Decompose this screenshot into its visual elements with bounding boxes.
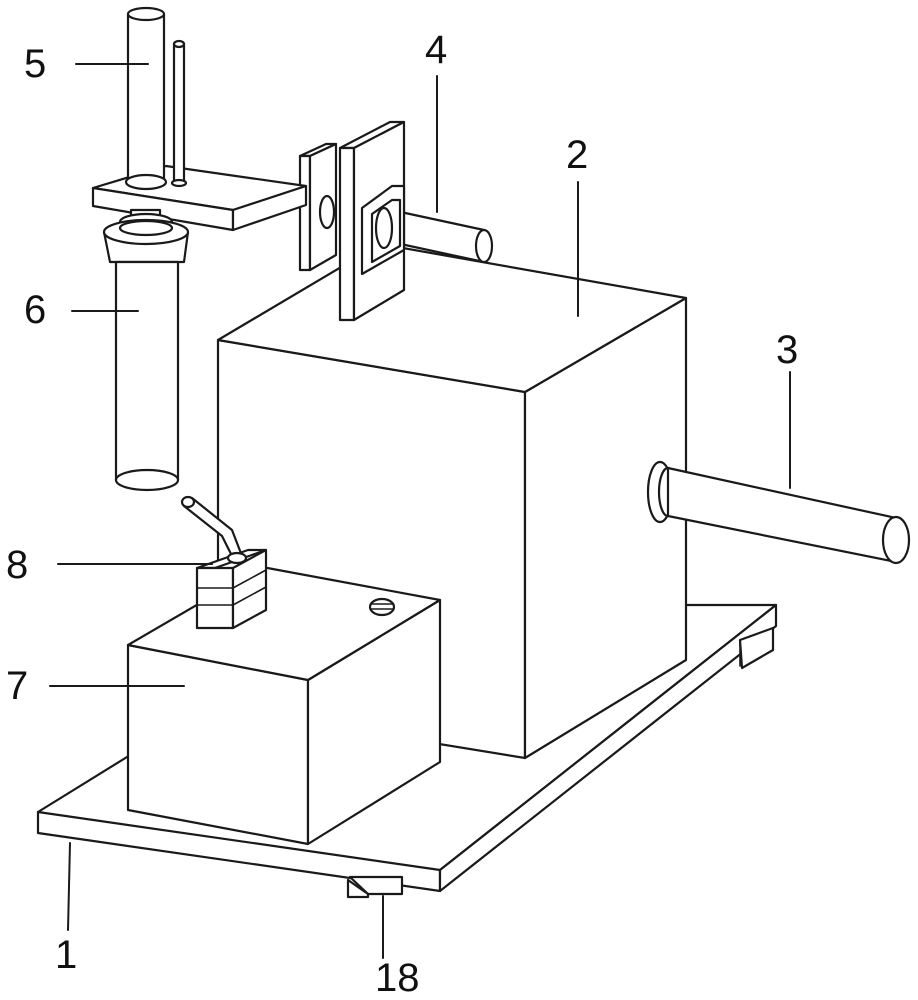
callout-5: 5 bbox=[24, 42, 47, 86]
cylinder bbox=[124, 6, 168, 191]
side-pipe bbox=[646, 460, 911, 565]
guide-rod bbox=[170, 39, 188, 188]
top-shaft bbox=[380, 206, 494, 264]
callout-18: 18 bbox=[375, 956, 420, 1000]
small-box bbox=[126, 565, 442, 846]
callout-3: 3 bbox=[776, 328, 799, 372]
callout-8: 8 bbox=[6, 543, 29, 587]
callout-6: 6 bbox=[24, 288, 47, 332]
foot-rear bbox=[738, 626, 775, 670]
callout-7: 7 bbox=[6, 664, 29, 708]
callout-4: 4 bbox=[425, 28, 448, 72]
front-plate bbox=[338, 120, 406, 322]
callout-2: 2 bbox=[566, 133, 589, 177]
foot-front bbox=[346, 875, 404, 899]
callout-1: 1 bbox=[55, 933, 78, 977]
bent-pipe bbox=[180, 495, 248, 565]
collection-tube bbox=[102, 208, 190, 492]
leader-lines bbox=[49, 63, 791, 959]
rear-plate bbox=[298, 142, 338, 272]
